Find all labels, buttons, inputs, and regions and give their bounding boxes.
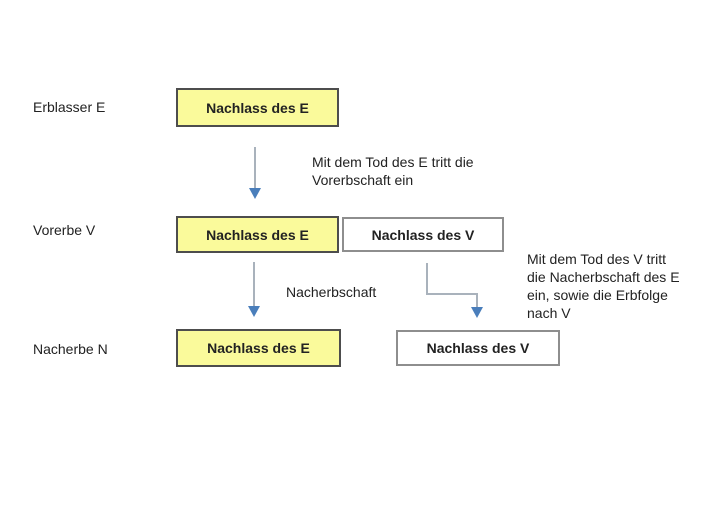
arrow-segment-horizontal — [426, 293, 478, 295]
arrow-head — [248, 306, 260, 317]
box-nachlass-e-vorerbe: Nachlass des E — [176, 216, 339, 253]
arrow-shaft — [253, 262, 255, 307]
box-nachlass-e-nacherbe-text: Nachlass des E — [207, 340, 310, 356]
arrow-shaft — [254, 147, 256, 189]
arrow-head — [249, 188, 261, 199]
row-label-erblasser: Erblasser E — [33, 99, 106, 115]
box-nachlass-v-nacherbe: Nachlass des V — [396, 330, 560, 366]
box-nachlass-v-vorerbe-text: Nachlass des V — [371, 226, 475, 243]
box-nachlass-e-nacherbe: Nachlass des E — [176, 329, 341, 367]
nacherbschaft-note: Mit dem Tod des V tritt die Nacherbschaf… — [527, 251, 680, 321]
row-label-vorerbe: Vorerbe V — [33, 222, 96, 238]
nacherbschaft-label: Nacherbschaft — [286, 284, 377, 300]
arrow-head — [471, 307, 483, 318]
box-nachlass-e-erblasser-text: Nachlass des E — [206, 99, 309, 116]
arrow-segment-vertical-2 — [476, 293, 478, 308]
arrow-segment-vertical — [426, 263, 428, 295]
box-nachlass-e-vorerbe-text: Nachlass des E — [206, 226, 309, 243]
row-label-nacherbe: Nacherbe N — [33, 341, 108, 357]
box-nachlass-v-vorerbe: Nachlass des V — [342, 217, 504, 252]
box-nachlass-e-erblasser: Nachlass des E — [176, 88, 339, 127]
box-nachlass-v-nacherbe-text: Nachlass des V — [426, 340, 530, 356]
vorerbschaft-note: Mit dem Tod des E tritt die Vorerbschaft… — [312, 154, 474, 188]
